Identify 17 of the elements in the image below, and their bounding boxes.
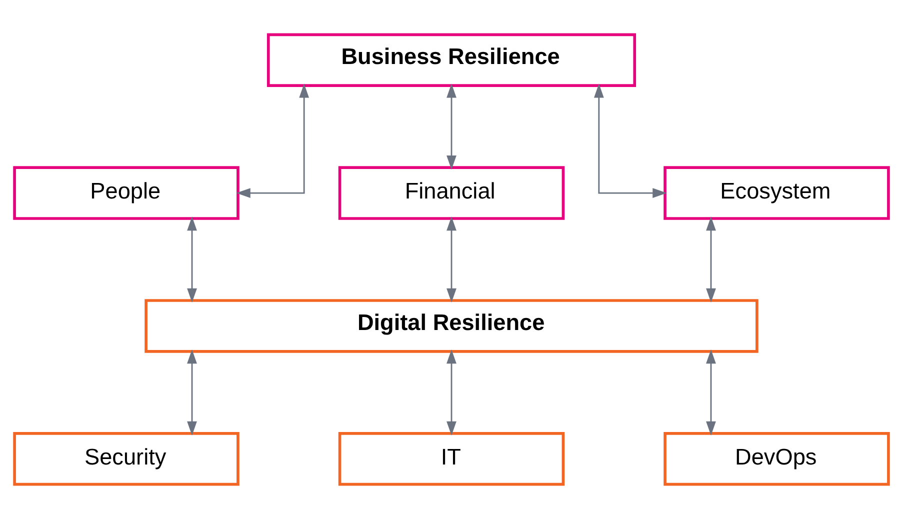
node-box: People: [13, 166, 240, 220]
arrow: [446, 84, 456, 170]
arrow: [706, 349, 716, 436]
arrow: [187, 349, 197, 436]
arrow: [446, 349, 456, 436]
node-box: Security: [13, 432, 240, 486]
node-box: IT: [338, 432, 565, 486]
arrow: [706, 216, 716, 303]
arrow: [236, 84, 310, 198]
node-box: DevOps: [664, 432, 890, 486]
node-box: Digital Resilience: [144, 299, 758, 353]
arrow: [446, 216, 456, 303]
node-box: Ecosystem: [664, 166, 890, 220]
arrow: [594, 84, 667, 198]
node-box: Financial: [338, 166, 565, 220]
node-box: Business Resilience: [266, 33, 636, 87]
arrow: [187, 216, 197, 303]
